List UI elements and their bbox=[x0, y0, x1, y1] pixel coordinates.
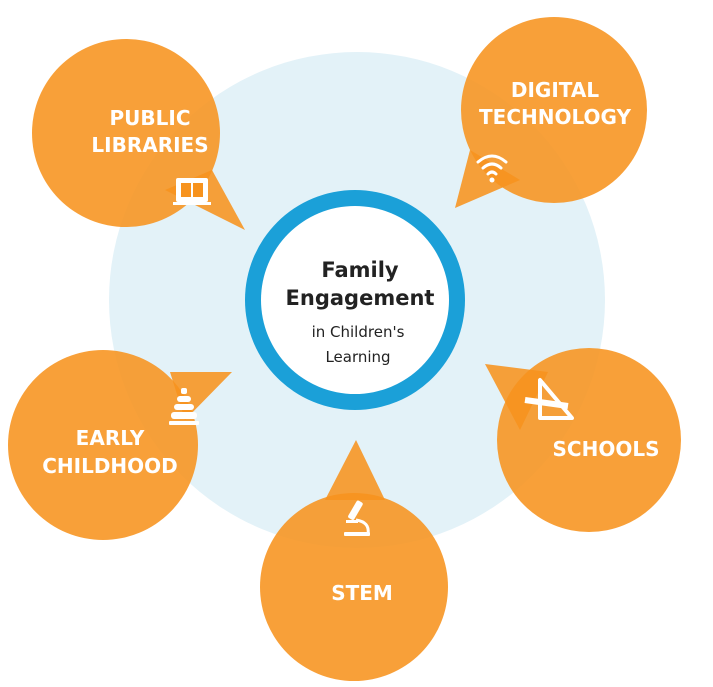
library-icon bbox=[173, 178, 211, 205]
center-title-line1: Family bbox=[321, 258, 399, 282]
node-early-childhood-bubble bbox=[8, 350, 198, 540]
node-public-libraries-bubble bbox=[32, 39, 220, 227]
node-public-libraries-line2: LIBRARIES bbox=[91, 133, 208, 157]
center-hub: Family Engagement in Children's Learning bbox=[245, 190, 465, 410]
node-stem-line1: STEM bbox=[331, 581, 393, 605]
stacking-rings-icon bbox=[169, 388, 199, 425]
node-stem-pointer bbox=[325, 440, 385, 500]
node-early-childhood-line1: EARLY bbox=[76, 426, 145, 450]
center-title-line2: Engagement bbox=[286, 286, 435, 310]
node-digital-technology-bubble bbox=[461, 17, 647, 203]
node-public-libraries-line1: PUBLIC bbox=[109, 106, 190, 130]
microscope-icon bbox=[344, 500, 370, 536]
center-subtitle-line1: in Children's bbox=[312, 323, 405, 341]
center-subtitle-line2: Learning bbox=[325, 348, 390, 366]
node-early-childhood-line2: CHILDHOOD bbox=[42, 454, 178, 478]
node-digital-technology: DIGITAL TECHNOLOGY bbox=[455, 17, 647, 208]
node-digital-technology-pointer bbox=[455, 150, 520, 208]
node-schools: SCHOOLS bbox=[485, 348, 681, 532]
node-schools-bubble bbox=[497, 348, 681, 532]
ruler-triangle-icon bbox=[524, 378, 574, 420]
node-public-libraries: PUBLIC LIBRARIES bbox=[32, 39, 245, 230]
node-digital-technology-line2: TECHNOLOGY bbox=[479, 105, 631, 129]
center-disc bbox=[261, 206, 449, 394]
node-stem: STEM bbox=[260, 440, 448, 681]
node-digital-technology-line1: DIGITAL bbox=[511, 78, 599, 102]
node-early-childhood: EARLY CHILDHOOD bbox=[8, 350, 232, 540]
wifi-icon bbox=[476, 154, 508, 183]
node-schools-pointer bbox=[485, 364, 548, 430]
node-stem-bubble bbox=[260, 493, 448, 681]
node-schools-line1: SCHOOLS bbox=[553, 437, 660, 461]
